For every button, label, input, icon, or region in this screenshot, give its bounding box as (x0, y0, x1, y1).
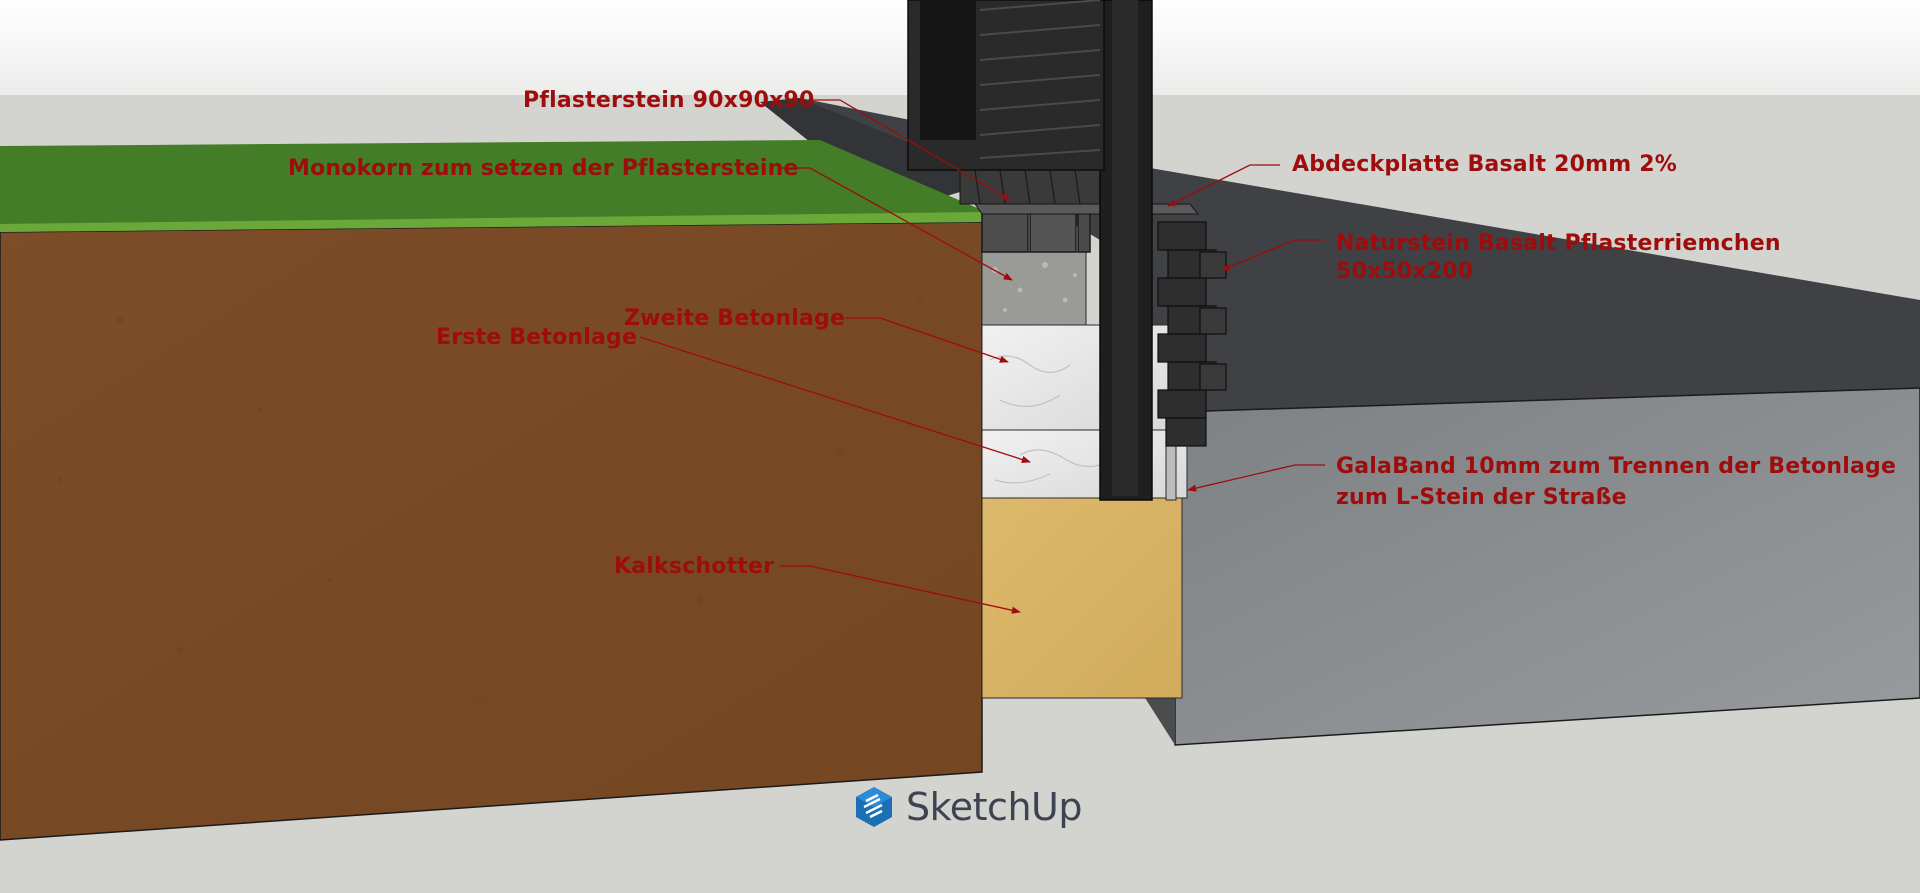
leader-zweite (845, 317, 1009, 363)
leader-naturstein (1221, 239, 1325, 271)
label-abdeckplatte: Abdeckplatte Basalt 20mm 2% (1292, 152, 1678, 177)
label-galaband-line1: GalaBand 10mm zum Trennen der Betonlage (1336, 454, 1897, 479)
label-monokorn: Monokorn zum setzen der Pflastersteine (288, 156, 799, 181)
label-zweite-betonlage: Zweite Betonlage (624, 306, 846, 331)
label-naturstein-line1: Naturstein Basalt Pflasterriemchen (1336, 231, 1781, 256)
label-galaband-line2: zum L-Stein der Straße (1336, 485, 1627, 510)
leader-pflasterstein (808, 99, 1011, 201)
leader-monokorn (780, 167, 1013, 281)
lawn (0, 140, 982, 232)
fence-slats (979, 0, 1101, 159)
label-erste-betonlage: Erste Betonlage (436, 325, 638, 350)
label-kalkschotter: Kalkschotter (614, 554, 775, 579)
cover-plate-basalt (974, 203, 1200, 215)
street-l-stone-bottom (1140, 690, 1175, 745)
gravel-layer (981, 497, 1183, 699)
sketchup-logo: SketchUp (852, 783, 1082, 831)
label-naturstein-line2: 50x50x200 (1336, 259, 1474, 284)
sketchup-logo-icon (852, 785, 896, 829)
leader-galaband (1187, 464, 1325, 492)
paving-stone (1077, 211, 1091, 253)
leader-abdeckplatte (1167, 164, 1280, 207)
sketchup-logo-text: SketchUp (906, 785, 1082, 829)
first-concrete-layer (981, 429, 1188, 499)
paving-stone (981, 211, 1029, 253)
monokorn-bedding (981, 251, 1087, 326)
soil-texture (57, 297, 923, 702)
galaband-strip (1165, 444, 1177, 501)
label-pflasterstein: Pflasterstein 90x90x90 (523, 88, 815, 113)
monokorn-texture (992, 262, 1077, 312)
fence-frame (920, 0, 976, 140)
annotation-leaders (639, 99, 1325, 614)
paving-stone (1029, 211, 1077, 253)
lawn-edge (0, 212, 982, 232)
basalt-setts (1157, 221, 1227, 447)
street-l-stone (1174, 387, 1920, 746)
road-strip (760, 98, 1000, 210)
paver-strip-top (959, 169, 1121, 205)
leader-erste (639, 336, 1031, 463)
leader-kalkschotter (780, 565, 1021, 614)
fence-post-inner (1112, 0, 1138, 496)
